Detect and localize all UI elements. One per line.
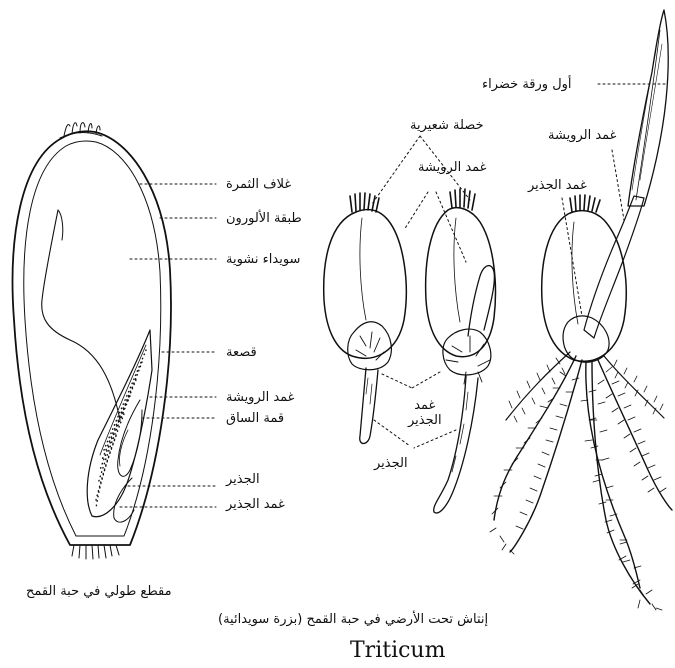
label-stem-apex: قمة الساق: [226, 411, 284, 426]
label-first-leaf: أول ورقة خضراء: [482, 77, 572, 92]
germinating-grain-1: [324, 193, 407, 444]
label-coleoptile-mid: غمد الرويشة: [418, 160, 486, 175]
caption-latin: Triticum: [350, 638, 445, 663]
caption-right: إنتاش تحت الأرضي في حبة القمح (بزرة سويد…: [218, 612, 488, 627]
label-radicle-left: الجذير: [226, 472, 260, 487]
label-scutellum: قصعة: [226, 345, 257, 360]
label-coleoptile-right: غمد الرويشة: [548, 128, 616, 143]
label-hair-tuft: خصلة شعيرية: [410, 118, 484, 133]
label-radicle-mid: الجذير: [374, 456, 408, 471]
label-endosperm: سويداء نشوية: [226, 252, 300, 267]
label-aleurone: طبقة الألورون: [226, 211, 302, 226]
label-coleoptile-left: غمد الرويشة: [226, 390, 294, 405]
label-coleorhiza-left: غمد الجذير: [226, 497, 285, 512]
leader-lines-right: [562, 84, 666, 316]
grain-section: [13, 123, 171, 559]
label-coleorhiza-mid: غمد الجذير: [408, 398, 442, 428]
germinating-grain-3: [490, 10, 672, 610]
caption-left: مقطع طولي في حبة القمح: [26, 584, 172, 599]
label-pericarp: غلاف الثمرة: [226, 177, 291, 192]
label-coleorhiza-right: غمد الجذير: [528, 178, 587, 193]
germinating-grain-2: [426, 189, 496, 513]
